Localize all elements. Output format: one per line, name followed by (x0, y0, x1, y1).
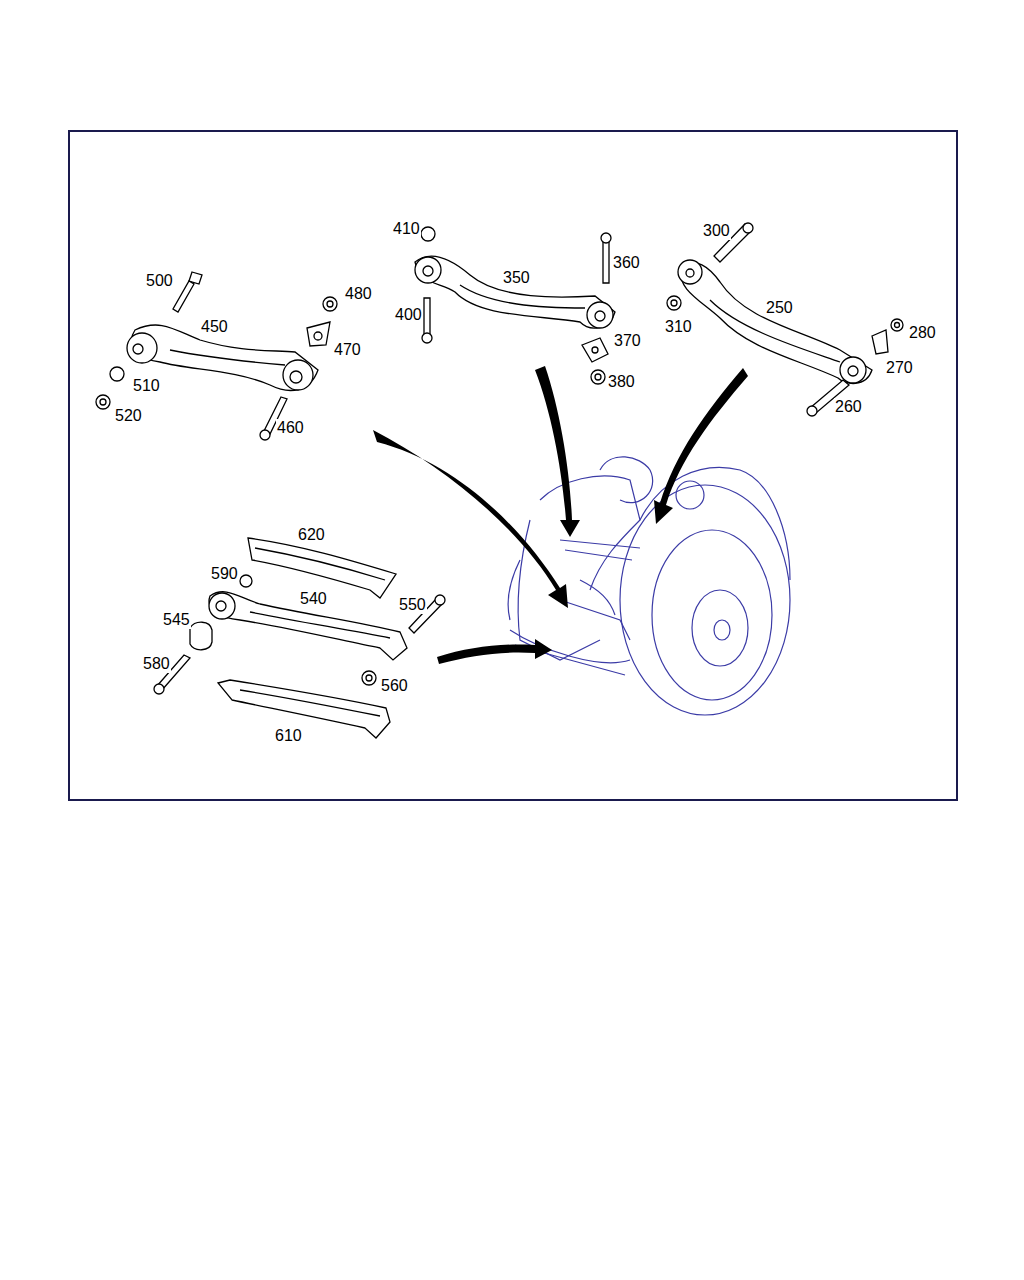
callout-number: 260 (834, 398, 863, 416)
callout-number: 410 (392, 220, 421, 238)
callout-number: 310 (664, 318, 693, 336)
arrows (373, 366, 748, 664)
callout-number: 360 (612, 254, 641, 272)
callout-number: 380 (607, 373, 636, 391)
wheel-carrier (508, 457, 790, 715)
callout-number: 540 (299, 590, 328, 608)
callout-number: 510 (132, 377, 161, 395)
callout-number: 560 (380, 677, 409, 695)
callout-number: 610 (274, 727, 303, 745)
callout-number: 550 (398, 596, 427, 614)
callout-number: 580 (142, 655, 171, 673)
callout-number: 370 (613, 332, 642, 350)
callout-number: 400 (394, 306, 423, 324)
callout-number: 470 (333, 341, 362, 359)
callout-number: 545 (162, 611, 191, 629)
callout-number: 270 (885, 359, 914, 377)
frame (69, 131, 957, 800)
callout-number: 620 (297, 526, 326, 544)
parts (96, 223, 903, 738)
callout-number: 500 (145, 272, 174, 290)
callout-number: 460 (276, 419, 305, 437)
callout-number: 480 (344, 285, 373, 303)
callout-number: 520 (114, 407, 143, 425)
callout-number: 300 (702, 222, 731, 240)
callout-number: 250 (765, 299, 794, 317)
callout-number: 280 (908, 324, 937, 342)
callout-number: 350 (502, 269, 531, 287)
callout-number: 590 (210, 565, 239, 583)
callout-number: 450 (200, 318, 229, 336)
